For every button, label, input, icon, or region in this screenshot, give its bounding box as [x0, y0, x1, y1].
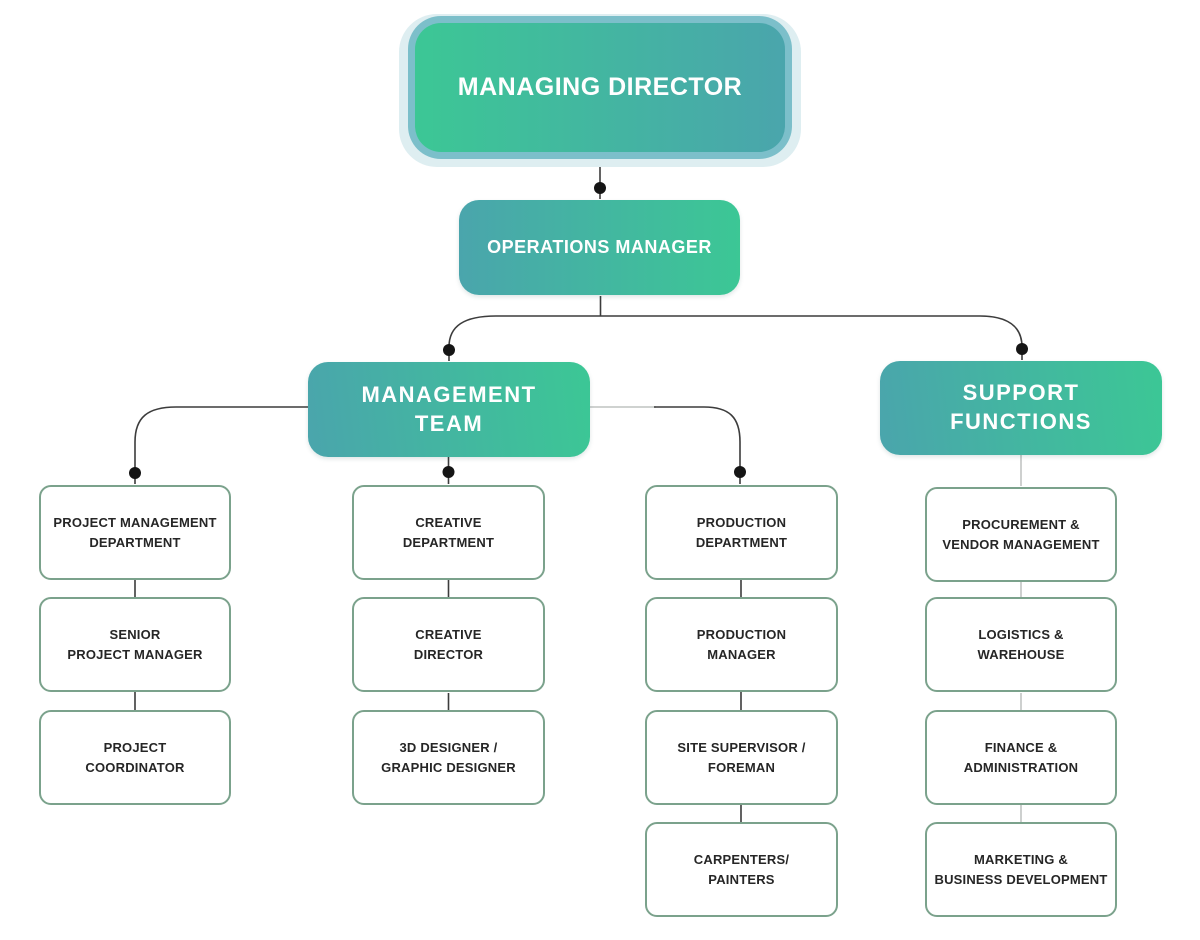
node-label: FINANCE & ADMINISTRATION	[963, 740, 1079, 775]
node-label: LOGISTICS & WAREHOUSE	[977, 627, 1065, 662]
node-label: 3D DESIGNER / GRAPHIC DESIGNER	[381, 740, 516, 775]
node-label: SENIOR PROJECT MANAGER	[67, 627, 203, 662]
node-support-functions: SUPPORT FUNCTIONS	[880, 361, 1162, 455]
junction-dot	[443, 344, 455, 356]
connector-mt-col1	[134, 406, 308, 484]
junction-dot	[129, 467, 141, 479]
node-label: CARPENTERS/ PAINTERS	[693, 852, 790, 887]
node-creative-director: CREATIVE DIRECTOR	[352, 597, 545, 692]
connector-mt-col3	[654, 406, 741, 484]
node-label: SUPPORT FUNCTIONS	[950, 380, 1092, 434]
node-marketing-business-development: MARKETING & BUSINESS DEVELOPMENT	[925, 822, 1117, 917]
junction-dot	[442, 466, 455, 478]
node-management-team: MANAGEMENT TEAM	[308, 362, 590, 457]
junction-dot	[1016, 343, 1028, 355]
node-production-department: PRODUCTION DEPARTMENT	[645, 485, 838, 580]
connector-branch-right	[600, 315, 1023, 360]
node-carpenters-painters: CARPENTERS/ PAINTERS	[645, 822, 838, 917]
connector-branch-left	[448, 315, 601, 361]
node-label: CREATIVE DIRECTOR	[413, 627, 484, 662]
node-project-management-department: PROJECT MANAGEMENT DEPARTMENT	[39, 485, 231, 580]
node-label: PROJECT COORDINATOR	[85, 740, 185, 775]
node-label: PROJECT MANAGEMENT DEPARTMENT	[53, 515, 217, 550]
node-label: MANAGEMENT TEAM	[361, 381, 537, 436]
node-3d-graphic-designer: 3D DESIGNER / GRAPHIC DESIGNER	[352, 710, 545, 805]
node-managing-director: MANAGING DIRECTOR	[415, 23, 785, 152]
node-creative-department: CREATIVE DEPARTMENT	[352, 485, 545, 580]
node-production-manager: PRODUCTION MANAGER	[645, 597, 838, 692]
node-label: OPERATIONS MANAGER	[487, 237, 712, 257]
node-project-coordinator: PROJECT COORDINATOR	[39, 710, 231, 805]
node-label: SITE SUPERVISOR / FOREMAN	[677, 740, 806, 775]
node-label: CREATIVE DEPARTMENT	[402, 515, 495, 550]
node-site-supervisor-foreman: SITE SUPERVISOR / FOREMAN	[645, 710, 838, 805]
node-label: PROCUREMENT & VENDOR MANAGEMENT	[942, 517, 1100, 552]
node-procurement-vendor-management: PROCUREMENT & VENDOR MANAGEMENT	[925, 487, 1117, 582]
node-label: MANAGING DIRECTOR	[457, 73, 743, 101]
node-operations-manager: OPERATIONS MANAGER	[459, 200, 740, 295]
node-logistics-warehouse: LOGISTICS & WAREHOUSE	[925, 597, 1117, 692]
node-label: PRODUCTION DEPARTMENT	[695, 515, 788, 550]
connector-column-links	[134, 580, 742, 822]
node-senior-project-manager: SENIOR PROJECT MANAGER	[39, 597, 231, 692]
junction-dot	[594, 182, 606, 194]
junction-dot	[734, 466, 746, 478]
node-label: MARKETING & BUSINESS DEVELOPMENT	[934, 852, 1108, 887]
node-label: PRODUCTION MANAGER	[696, 627, 787, 662]
node-finance-administration: FINANCE & ADMINISTRATION	[925, 710, 1117, 805]
